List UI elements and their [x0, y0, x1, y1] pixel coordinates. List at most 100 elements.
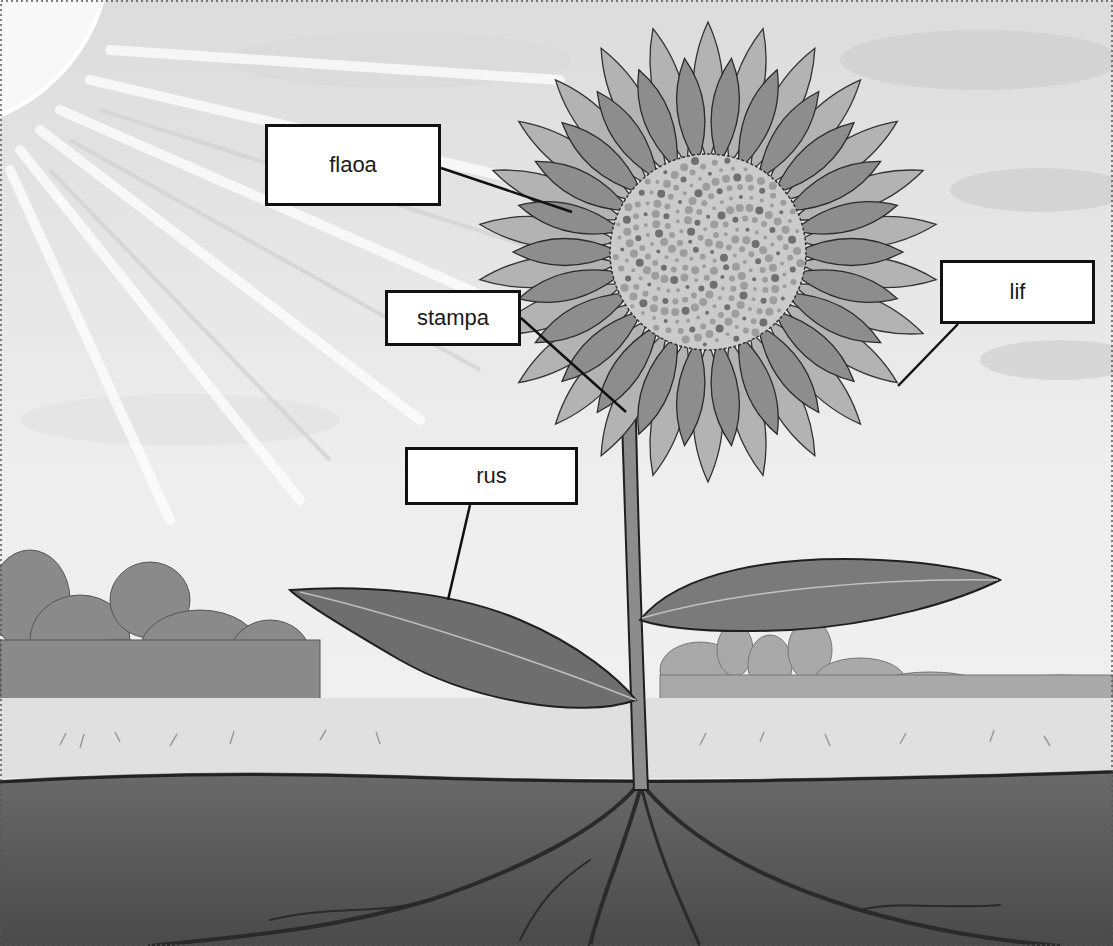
seed — [723, 221, 729, 227]
seed — [694, 334, 702, 342]
field — [0, 698, 1113, 778]
seed — [731, 235, 739, 243]
seed — [644, 223, 648, 227]
seed — [733, 174, 741, 182]
seed — [646, 201, 650, 205]
seed — [689, 327, 695, 333]
seed — [650, 304, 658, 312]
seed — [663, 213, 669, 219]
seed — [690, 169, 696, 175]
seed — [682, 265, 688, 271]
seed — [765, 211, 773, 219]
seed — [676, 210, 680, 214]
seed — [740, 282, 748, 290]
seed — [660, 275, 668, 283]
seed — [780, 261, 784, 265]
seed — [651, 272, 659, 280]
seed — [749, 268, 753, 272]
seed — [689, 197, 697, 205]
seed — [712, 304, 716, 308]
seed — [724, 232, 728, 236]
seed — [759, 188, 765, 194]
part-label: stampa — [417, 305, 489, 331]
seed — [796, 259, 804, 267]
seed — [641, 311, 645, 315]
petal — [513, 239, 620, 266]
sunflower-head — [478, 22, 938, 482]
stem — [622, 420, 648, 790]
seed — [678, 328, 684, 334]
seed — [710, 220, 718, 228]
seed — [662, 298, 668, 304]
petal — [705, 338, 745, 447]
petal — [515, 260, 625, 312]
seed — [620, 247, 624, 251]
seed — [703, 227, 707, 231]
seed — [761, 298, 767, 304]
seed — [790, 279, 796, 285]
seed — [720, 275, 724, 279]
seed — [650, 242, 654, 246]
seed — [621, 284, 629, 292]
seed — [698, 286, 704, 292]
seed — [655, 230, 663, 238]
seed — [652, 220, 660, 228]
seed — [769, 264, 777, 272]
seed — [720, 200, 724, 204]
seed — [745, 228, 749, 232]
seed — [757, 308, 763, 314]
seed — [706, 215, 710, 219]
seed — [639, 245, 645, 251]
seed — [770, 193, 776, 199]
seed — [668, 194, 674, 200]
seed — [694, 220, 700, 226]
seed — [663, 170, 667, 174]
roots — [150, 785, 1060, 946]
petal — [790, 192, 900, 244]
seed — [763, 236, 767, 240]
seed — [782, 226, 790, 234]
leader-line — [441, 168, 572, 212]
seed — [724, 318, 732, 326]
seed — [716, 325, 724, 333]
grass — [60, 730, 1050, 748]
seed — [691, 292, 697, 298]
seed — [639, 299, 647, 307]
seed — [737, 184, 743, 190]
seed — [737, 301, 745, 309]
seed — [774, 217, 782, 225]
seed — [653, 325, 659, 331]
seed — [685, 206, 693, 214]
seed — [743, 260, 747, 264]
seed — [718, 312, 724, 318]
seed — [783, 284, 787, 288]
seed — [710, 318, 716, 324]
seed — [616, 223, 620, 227]
seed — [630, 304, 634, 308]
seed — [720, 254, 728, 262]
seed — [745, 174, 753, 182]
seed — [675, 320, 679, 324]
seed — [700, 323, 706, 329]
seed — [787, 255, 793, 261]
seed — [723, 264, 729, 270]
seed — [781, 296, 785, 300]
petal — [796, 239, 903, 266]
seed — [664, 203, 670, 209]
seed — [719, 168, 723, 172]
right-leaf — [640, 559, 1000, 631]
label-box: stampa — [385, 290, 521, 346]
seed — [633, 225, 639, 231]
seed — [730, 286, 736, 292]
seed — [696, 209, 702, 215]
seed — [671, 308, 679, 316]
seed — [639, 276, 643, 280]
seed — [702, 264, 706, 268]
seed — [682, 335, 690, 343]
seed — [625, 259, 629, 263]
seed — [702, 183, 710, 191]
seed — [729, 295, 735, 301]
seed — [685, 285, 689, 289]
